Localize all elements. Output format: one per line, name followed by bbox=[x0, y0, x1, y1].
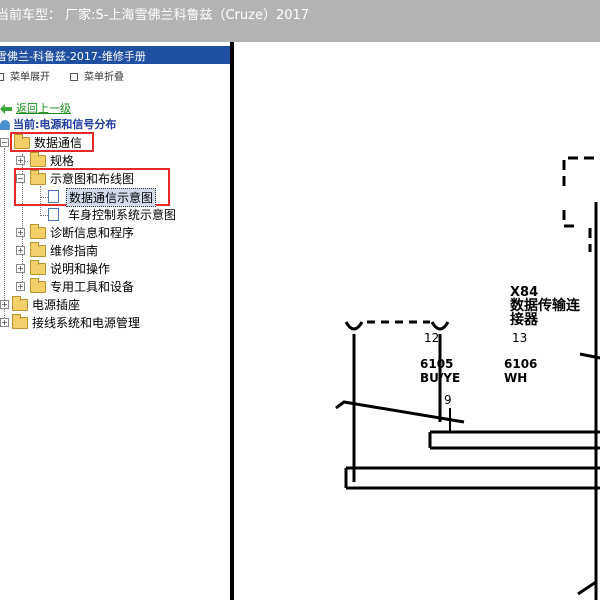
diagram-viewer[interactable]: X84 数据传输连 接器 12 13 6105 BU/YE 6106 WH 9 bbox=[234, 42, 600, 600]
folder-icon bbox=[12, 314, 28, 329]
connector-name-line2: 接器 bbox=[510, 311, 539, 328]
folder-icon bbox=[30, 260, 46, 275]
expand-toggle-icon[interactable]: + bbox=[0, 300, 9, 309]
menu-toolbar: 菜单展开 菜单折叠 bbox=[0, 66, 230, 84]
wire-color-left: BU/YE bbox=[420, 371, 460, 385]
back-arrow-icon bbox=[0, 104, 12, 114]
location-icon bbox=[0, 120, 10, 130]
expand-toggle-icon[interactable]: + bbox=[16, 246, 25, 255]
highlight-box bbox=[10, 132, 94, 152]
connector-name-line1: 数据传输连 bbox=[510, 297, 581, 314]
expand-toggle-icon[interactable]: + bbox=[16, 228, 25, 237]
tree-guide bbox=[4, 148, 5, 326]
expand-toggle-icon[interactable]: + bbox=[16, 264, 25, 273]
expand-toggle-icon[interactable]: + bbox=[16, 156, 25, 165]
pin-number-lower: 9 bbox=[444, 393, 452, 407]
folder-open-icon bbox=[30, 170, 46, 185]
expand-toggle-icon[interactable]: + bbox=[16, 282, 25, 291]
back-link[interactable]: 返回上一级 bbox=[0, 100, 71, 116]
pin-number-left: 12 bbox=[424, 331, 439, 345]
pin-number-right: 13 bbox=[512, 331, 527, 345]
wiring-diagram: X84 数据传输连 接器 12 13 6105 BU/YE 6106 WH 9 bbox=[335, 156, 600, 600]
panel-splitter[interactable] bbox=[230, 42, 234, 600]
collapse-icon bbox=[70, 73, 78, 81]
tree-guide bbox=[40, 186, 41, 214]
expand-toggle-icon[interactable]: + bbox=[0, 318, 9, 327]
collapse-toggle-icon[interactable]: − bbox=[0, 138, 9, 147]
current-location: 当前:电源和信号分布 bbox=[0, 116, 116, 132]
folder-icon bbox=[30, 242, 46, 257]
wire-number-left: 6105 bbox=[420, 357, 453, 371]
collapse-menu-button[interactable]: 菜单折叠 bbox=[70, 68, 124, 83]
panel-header: 雪佛兰-科鲁兹-2017-维修手册 bbox=[0, 46, 230, 64]
folder-open-icon bbox=[14, 134, 30, 149]
document-icon bbox=[48, 190, 59, 203]
navigation-panel: 雪佛兰-科鲁兹-2017-维修手册 菜单展开 菜单折叠 返回上一级 当前:电源和… bbox=[0, 42, 230, 600]
tree-guide bbox=[22, 154, 23, 282]
collapse-toggle-icon[interactable]: − bbox=[16, 174, 25, 183]
folder-icon bbox=[30, 278, 46, 293]
document-icon bbox=[48, 208, 59, 221]
folder-icon bbox=[12, 296, 28, 311]
manual-title: 雪佛兰-科鲁兹-2017-维修手册 bbox=[0, 50, 146, 63]
wire-color-right: WH bbox=[504, 371, 527, 385]
title-bar: 当前车型： 厂家:S-上海雪佛兰科鲁兹（Cruze）2017 bbox=[0, 0, 600, 42]
wire-number-right: 6106 bbox=[504, 357, 537, 371]
expand-icon bbox=[0, 73, 4, 81]
expand-menu-button[interactable]: 菜单展开 bbox=[0, 68, 50, 83]
connector-id: X84 bbox=[510, 285, 538, 300]
window-title: 当前车型： 厂家:S-上海雪佛兰科鲁兹（Cruze）2017 bbox=[0, 8, 310, 23]
folder-icon bbox=[30, 152, 46, 167]
folder-icon bbox=[30, 224, 46, 239]
